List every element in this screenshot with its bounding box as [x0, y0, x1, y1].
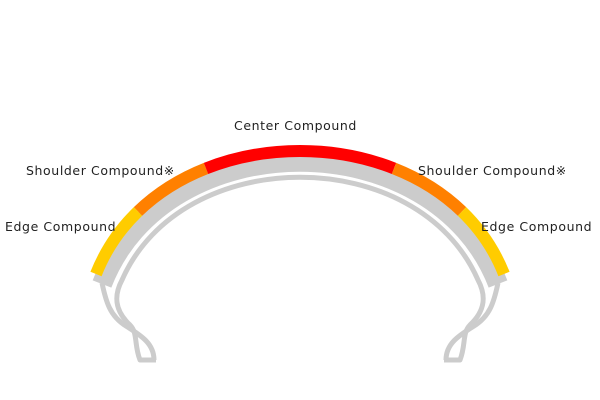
edge-compound-left — [90, 145, 510, 277]
edge-compound-right — [90, 145, 510, 277]
shoulder-compound-left-label: Shoulder Compound※ — [26, 163, 175, 178]
center-compound-label: Center Compound — [234, 118, 357, 133]
tire-body — [92, 151, 508, 288]
tire-left-sidewall — [99, 282, 157, 361]
center-compound — [90, 145, 510, 277]
edge-compound-right-label: Edge Compound — [481, 219, 593, 234]
shoulder-compound-right-label: Shoulder Compound※ — [418, 163, 567, 178]
tire-right-sidewall — [443, 282, 501, 361]
tire-inner-casing — [114, 174, 486, 363]
edge-compound-left-label: Edge Compound — [5, 219, 117, 234]
